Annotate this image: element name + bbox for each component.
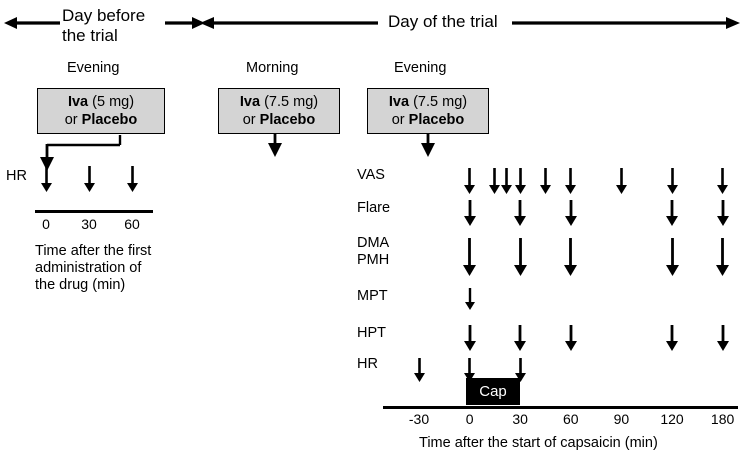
drug-dose-line: Iva (5 mg) bbox=[67, 93, 135, 110]
drug-alt-line: or Placebo bbox=[64, 112, 138, 128]
measurement-arrow bbox=[486, 168, 503, 194]
measurement-arrow bbox=[512, 358, 529, 382]
axis-tick-label: 0 bbox=[42, 216, 50, 232]
measurement-arrow bbox=[713, 238, 732, 276]
right-row-label-mpt: MPT bbox=[357, 288, 388, 304]
measurement-arrow bbox=[460, 238, 479, 276]
measurement-arrow bbox=[38, 166, 55, 192]
drug-alt-line: or Placebo bbox=[242, 112, 316, 128]
measurement-arrow bbox=[498, 168, 515, 194]
right-axis-caption: Time after the start of capsaicin (min) bbox=[419, 435, 658, 451]
measurement-arrow bbox=[411, 358, 428, 382]
period-label-morning: Morning bbox=[246, 60, 299, 76]
measurement-arrow bbox=[714, 168, 731, 194]
measurement-arrow bbox=[462, 288, 478, 310]
right-row-label-hpt: HPT bbox=[357, 325, 386, 341]
day-of-trial-label: Day of the trial bbox=[388, 12, 498, 31]
drug-box-morning: Iva (7.5 mg) or Placebo bbox=[218, 88, 340, 134]
day-of-trial-left-arrow bbox=[200, 15, 378, 31]
drug-administration-arrow-2 bbox=[265, 134, 285, 158]
measurement-arrow bbox=[663, 325, 681, 351]
capsaicin-label: Cap bbox=[479, 383, 507, 400]
axis-tick-label: 30 bbox=[512, 411, 528, 427]
measurement-arrow bbox=[511, 238, 530, 276]
measurement-arrow bbox=[124, 166, 141, 192]
axis-tick-label: -30 bbox=[408, 411, 430, 427]
right-row-label-vas: VAS bbox=[357, 167, 385, 183]
right-row-label-hr: HR bbox=[357, 356, 378, 372]
measurement-arrow bbox=[664, 168, 681, 194]
measurement-arrow bbox=[562, 325, 580, 351]
axis-tick-label: 0 bbox=[465, 411, 474, 427]
measurement-arrow bbox=[511, 325, 529, 351]
measurement-arrow bbox=[537, 168, 554, 194]
drug-administration-connector-1 bbox=[40, 133, 130, 173]
axis-tick-label: 90 bbox=[613, 411, 630, 427]
drug-dose-line: Iva (7.5 mg) bbox=[388, 93, 468, 110]
capsaicin-block: Cap bbox=[466, 378, 520, 405]
measurement-arrow bbox=[714, 200, 732, 226]
right-time-axis bbox=[383, 406, 738, 409]
day-before-end-arrow bbox=[165, 15, 205, 31]
measurement-arrow bbox=[461, 200, 479, 226]
right-row-label-dma-pmh: DMA PMH bbox=[357, 235, 390, 269]
drug-box-evening-day-before: Iva (5 mg) or Placebo bbox=[37, 88, 165, 134]
drug-box-evening-trial-day: Iva (7.5 mg) or Placebo bbox=[367, 88, 489, 134]
measurement-arrow bbox=[461, 325, 479, 351]
axis-tick-label: 180 bbox=[710, 411, 735, 427]
axis-tick-label: 30 bbox=[81, 216, 97, 232]
drug-dose-line: Iva (7.5 mg) bbox=[239, 93, 319, 110]
left-time-axis bbox=[35, 210, 153, 213]
left-row-label-hr: HR bbox=[6, 168, 27, 184]
measurement-arrow bbox=[561, 238, 580, 276]
day-of-trial-right-arrow bbox=[512, 15, 740, 31]
axis-tick-label: 60 bbox=[563, 411, 579, 427]
measurement-arrow bbox=[562, 168, 579, 194]
measurement-arrow bbox=[562, 200, 580, 226]
measurement-arrow bbox=[663, 200, 681, 226]
day-before-arrow bbox=[4, 15, 60, 31]
left-axis-caption: Time after the first administration of t… bbox=[35, 243, 152, 294]
measurement-arrow bbox=[512, 168, 529, 194]
axis-tick-label: 120 bbox=[660, 411, 684, 427]
measurement-arrow bbox=[461, 168, 478, 194]
measurement-arrow bbox=[613, 168, 630, 194]
drug-alt-line: or Placebo bbox=[391, 112, 465, 128]
measurement-arrow bbox=[663, 238, 682, 276]
measurement-arrow bbox=[461, 358, 478, 382]
measurement-arrow bbox=[81, 166, 98, 192]
period-label-evening-trial-day: Evening bbox=[394, 60, 447, 76]
axis-tick-label: 60 bbox=[124, 216, 140, 232]
measurement-arrow bbox=[511, 200, 529, 226]
drug-administration-arrow-3 bbox=[418, 134, 438, 158]
period-label-evening-day-before: Evening bbox=[67, 60, 120, 76]
day-before-label: Day before the trial bbox=[62, 6, 146, 46]
measurement-arrow bbox=[714, 325, 732, 351]
right-row-label-flare: Flare bbox=[357, 200, 391, 216]
